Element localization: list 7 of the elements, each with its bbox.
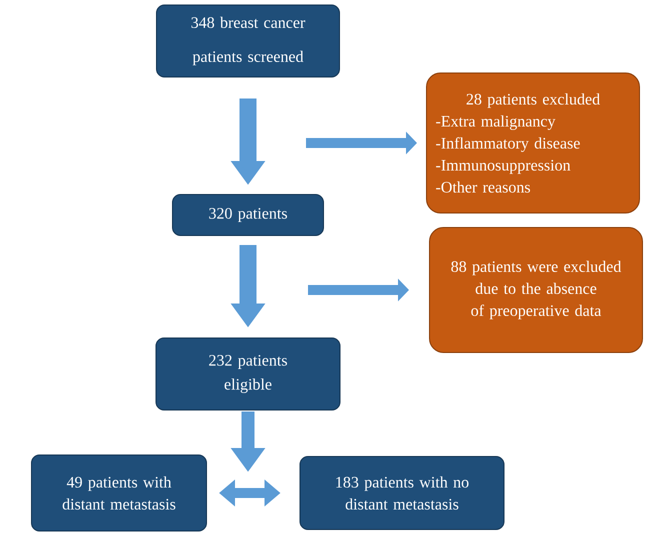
exclusion-box: 28 patients excluded -Extra malignancy -Inflammatory disease -Immunosuppression -Other reasons	[426, 72, 640, 214]
process-box: 320 patients	[172, 194, 324, 236]
process-box: 348 breast cancer patients screened	[156, 4, 340, 78]
process-box: 232 patients eligible	[156, 338, 340, 410]
process-box: 183 patients with no distant metastasis	[300, 456, 504, 530]
exclusion-box: 88 patients were excluded due to the absence of preoperative data	[429, 227, 643, 353]
process-box: 49 patients with distant metastasis	[31, 454, 207, 532]
